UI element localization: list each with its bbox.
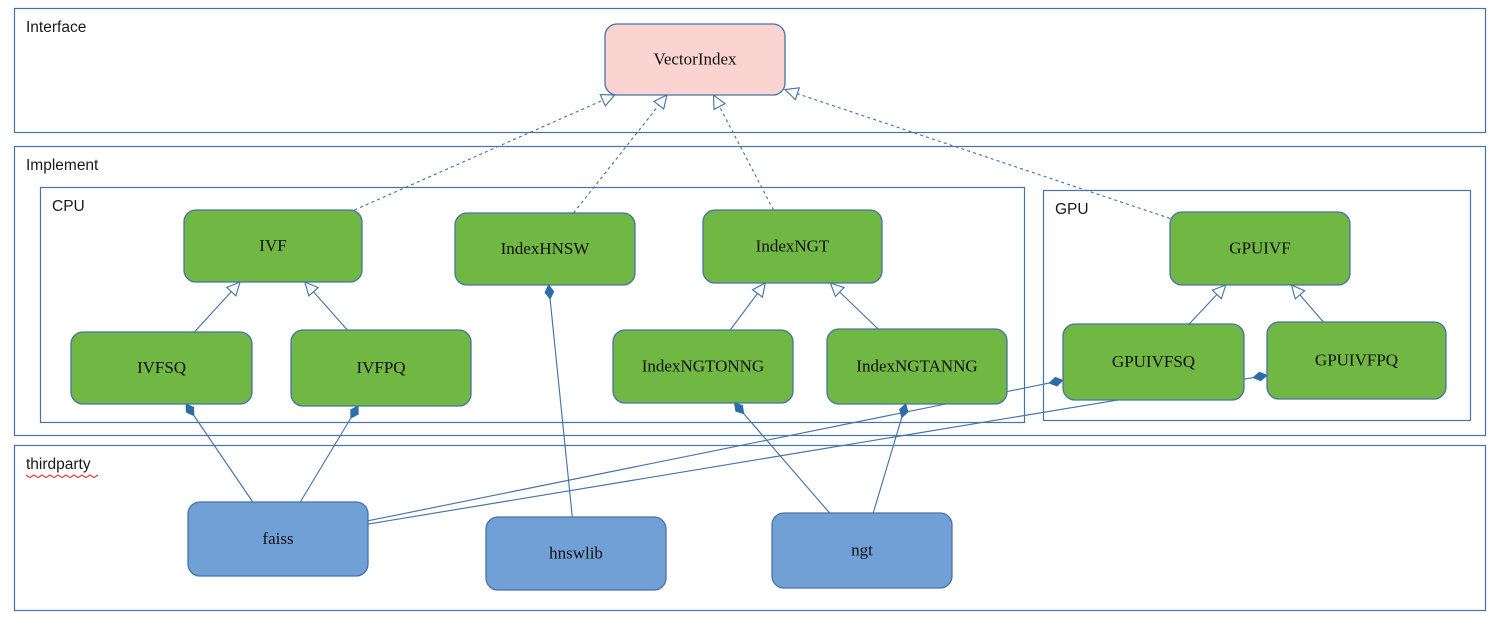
- node-indexngt[interactable]: IndexNGT: [702, 209, 883, 284]
- node-label-vectorindex: VectorIndex: [653, 49, 737, 68]
- node-indexhnsw[interactable]: IndexHNSW: [454, 212, 636, 286]
- edge-faiss-to-gpuivfsq: [367, 382, 1051, 522]
- edge-ivf-to-vectorindex: [354, 99, 604, 211]
- node-shape-ivfpq[interactable]: [290, 329, 472, 407]
- node-shape-ivfsq[interactable]: [70, 331, 253, 405]
- node-shape-hnswlib[interactable]: [485, 516, 667, 591]
- arrowhead-hollow-triangle: [1290, 283, 1306, 300]
- arrowhead-hollow-triangle: [1211, 284, 1227, 300]
- edge-indexhnsw-to-vectorindex: [573, 104, 660, 214]
- node-shape-gpuivfpq[interactable]: [1266, 321, 1447, 400]
- node-shape-indexngtanng[interactable]: [826, 328, 1008, 405]
- edge-ivfsq-to-ivf: [193, 291, 232, 333]
- node-label-hnswlib: hnswlib: [549, 543, 603, 562]
- node-label-ngt: ngt: [851, 540, 873, 559]
- node-shape-vectorindex[interactable]: [604, 23, 786, 96]
- arrowhead-hollow-triangle: [829, 282, 846, 298]
- edge-faiss-to-ivfsq: [192, 414, 254, 503]
- node-ivf[interactable]: IVF: [183, 209, 363, 283]
- edge-faiss-to-gpuivfpq: [367, 376, 1255, 525]
- node-label-indexngtonng: IndexNGTONNG: [642, 356, 764, 375]
- arrowhead-solid-diamond: [185, 403, 195, 417]
- node-shape-gpuivf[interactable]: [1169, 211, 1351, 286]
- node-vectorindex[interactable]: VectorIndex: [604, 23, 786, 96]
- group-label-gpu: GPU: [1055, 201, 1089, 218]
- spellcheck-underline-thirdparty: [25, 474, 99, 479]
- node-shape-indexngt[interactable]: [702, 209, 883, 284]
- arrowhead-solid-diamond: [1048, 376, 1064, 387]
- edges-layer: [185, 87, 1324, 525]
- node-label-ivfpq: IVFPQ: [356, 358, 405, 377]
- group-label-cpu: CPU: [52, 198, 85, 215]
- edge-ivfpq-to-ivf: [313, 291, 348, 331]
- node-faiss[interactable]: faiss: [187, 501, 369, 577]
- arrowhead-hollow-triangle: [652, 93, 668, 111]
- node-label-indexhnsw: IndexHNSW: [501, 239, 591, 258]
- group-label-implement: Implement: [26, 157, 99, 174]
- edge-hnswlib-to-indexhnsw: [549, 297, 573, 518]
- node-shape-ngt[interactable]: [771, 512, 953, 589]
- node-indexngtanng[interactable]: IndexNGTANNG: [826, 328, 1008, 405]
- node-label-gpuivf: GPUIVF: [1229, 238, 1290, 257]
- node-shape-gpuivfsq[interactable]: [1062, 323, 1245, 401]
- node-label-faiss: faiss: [262, 529, 293, 548]
- arrowhead-hollow-triangle: [783, 87, 801, 101]
- node-shape-indexhnsw[interactable]: [454, 212, 636, 286]
- node-shape-indexngtonng[interactable]: [612, 329, 794, 404]
- node-ngt[interactable]: ngt: [771, 512, 953, 589]
- node-shape-faiss[interactable]: [187, 501, 369, 577]
- arrowhead-hollow-triangle: [225, 281, 241, 297]
- arrowhead-hollow-triangle: [303, 280, 320, 297]
- edge-indexngtanng-to-indexngt: [839, 291, 879, 330]
- node-ivfpq[interactable]: IVFPQ: [290, 329, 472, 407]
- arrowhead-solid-diamond: [733, 402, 745, 415]
- edge-ngt-to-indexngtanng: [872, 416, 903, 514]
- edge-indexngt-to-vectorindex: [719, 106, 774, 211]
- arrowhead-hollow-triangle: [751, 281, 767, 299]
- node-shape-ivf[interactable]: [183, 209, 363, 283]
- node-label-indexngt: IndexNGT: [756, 236, 830, 255]
- edge-ngt-to-indexngtonng: [742, 412, 831, 514]
- node-gpuivf[interactable]: GPUIVF: [1169, 211, 1351, 286]
- node-hnswlib[interactable]: hnswlib: [485, 516, 667, 591]
- node-label-ivf: IVF: [259, 236, 286, 255]
- arrowhead-solid-diamond: [1252, 371, 1268, 382]
- edge-indexngtonng-to-indexngt: [729, 293, 758, 331]
- arrowhead-hollow-triangle: [712, 93, 727, 111]
- arrowhead-solid-diamond: [350, 405, 359, 419]
- edge-faiss-to-ivfpq: [299, 416, 352, 503]
- group-label-thirdparty: thirdparty: [26, 456, 91, 473]
- node-indexngtonng[interactable]: IndexNGTONNG: [612, 329, 794, 404]
- node-label-gpuivfpq: GPUIVFPQ: [1315, 350, 1398, 369]
- node-label-indexngtanng: IndexNGTANNG: [856, 356, 977, 375]
- node-gpuivfpq[interactable]: GPUIVFPQ: [1266, 321, 1447, 400]
- arrowhead-solid-diamond: [899, 403, 909, 419]
- node-gpuivfsq[interactable]: GPUIVFSQ: [1062, 323, 1245, 401]
- arrowhead-solid-diamond: [544, 284, 555, 300]
- edge-gpuivfpq-to-gpuivf: [1299, 294, 1324, 323]
- edge-gpuivfsq-to-gpuivf: [1188, 294, 1218, 325]
- node-label-ivfsq: IVFSQ: [137, 358, 186, 377]
- node-label-gpuivfsq: GPUIVFSQ: [1112, 352, 1195, 371]
- node-ivfsq[interactable]: IVFSQ: [70, 331, 253, 405]
- group-label-interface: Interface: [26, 19, 86, 36]
- arrowhead-hollow-triangle: [599, 93, 616, 107]
